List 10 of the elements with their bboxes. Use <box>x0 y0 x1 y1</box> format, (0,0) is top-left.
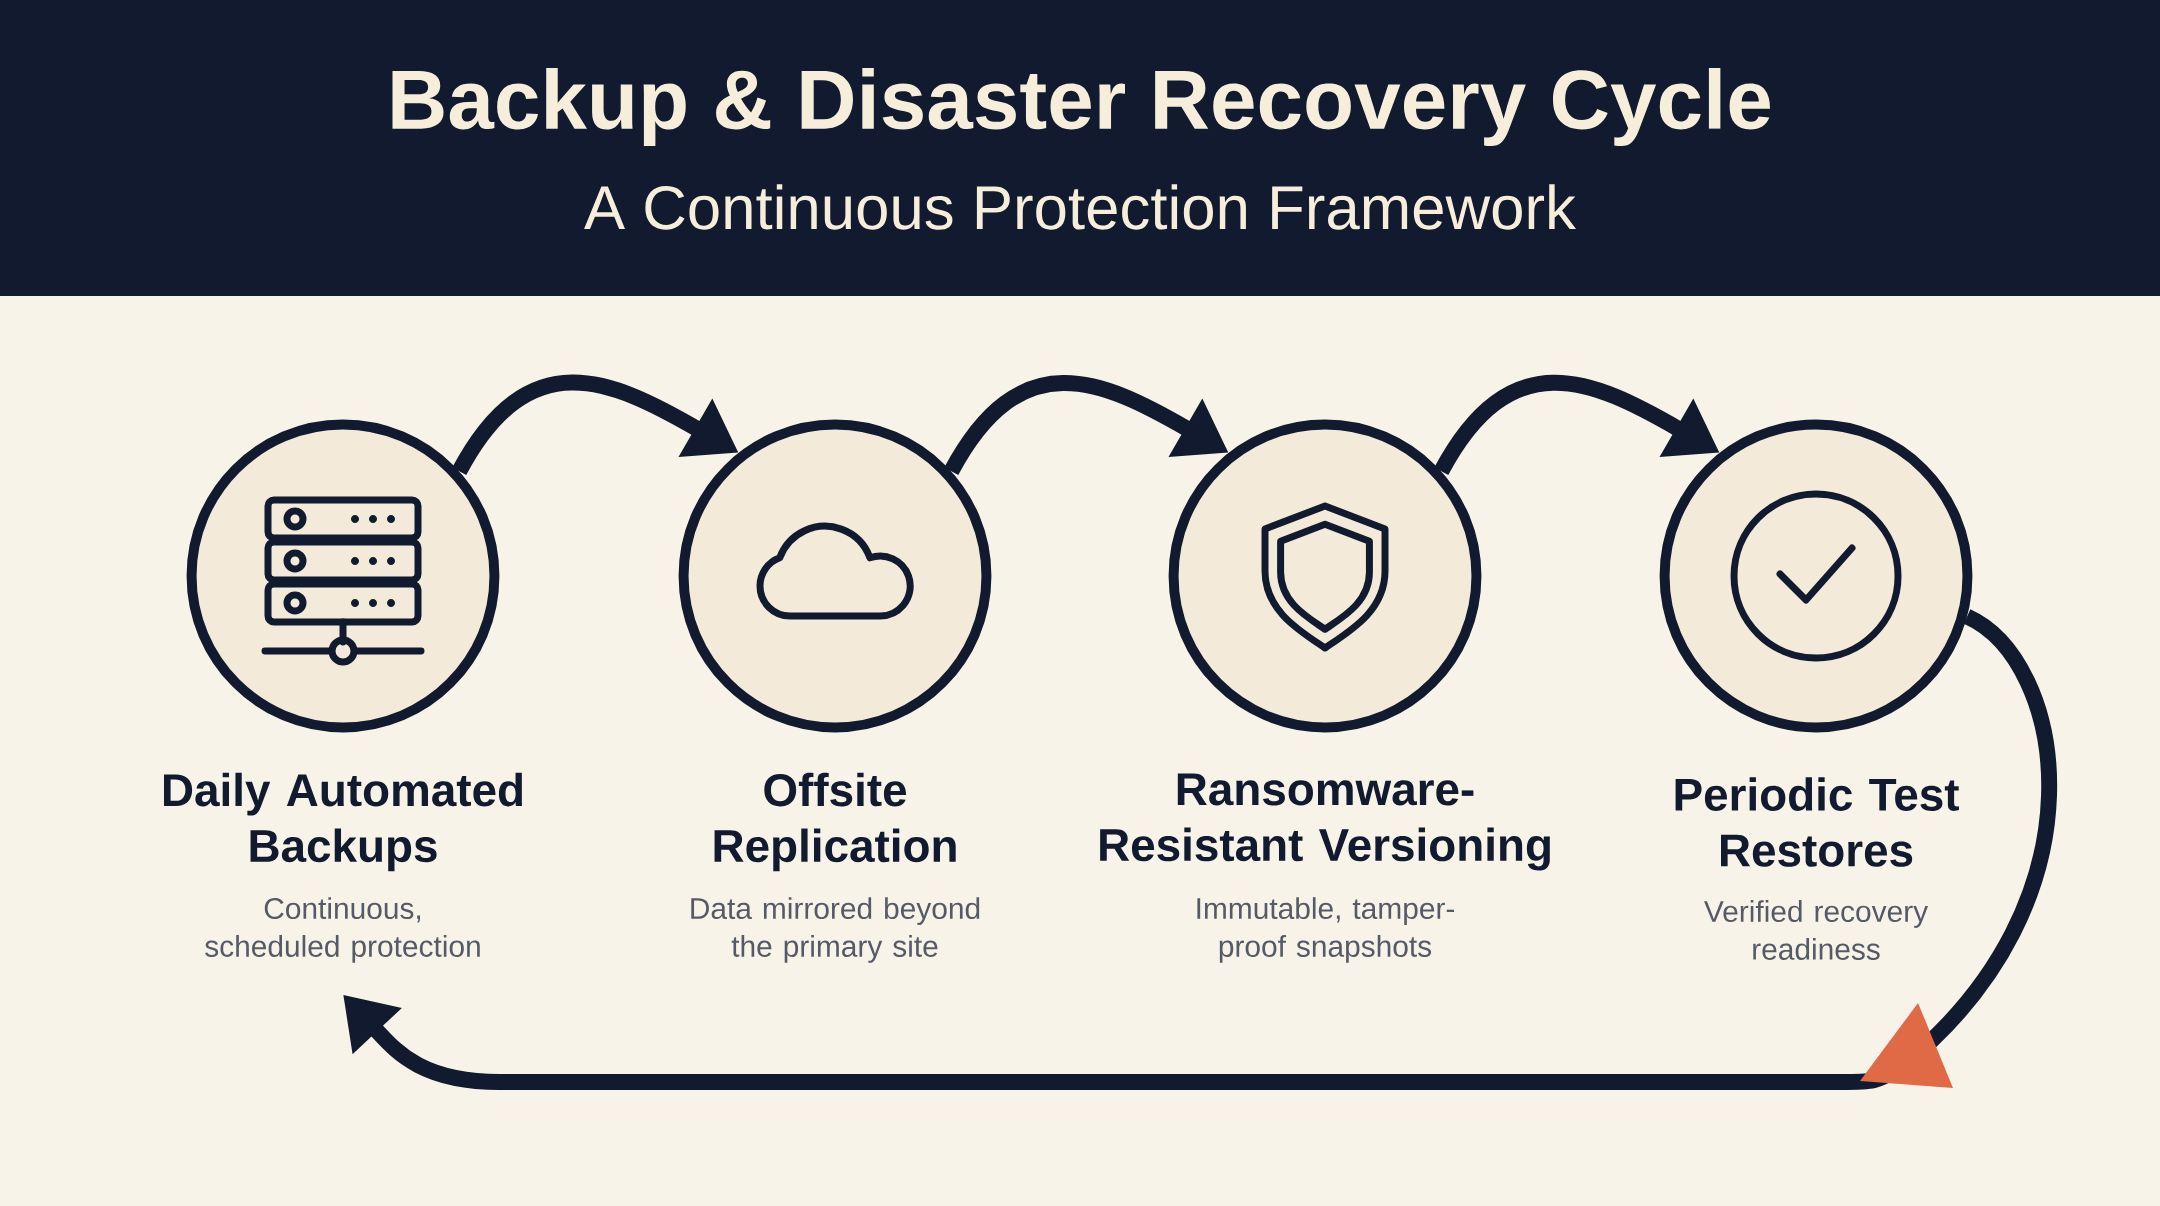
step-title: Daily Automated Backups <box>164 772 522 872</box>
step-title: Offsite Replication <box>714 772 956 872</box>
step-description: Verified recovery readiness <box>1704 900 1929 960</box>
title: Backup & Disaster Recovery Cycle <box>392 68 1770 146</box>
subtitle: A Continuous Protection Framework <box>584 184 1576 230</box>
step-description: Continuous, scheduled protection <box>205 897 480 963</box>
step-description: Immutable, tamper-proof snapshots <box>1197 897 1455 963</box>
step-title: Ransomware-Resistant Versioning <box>1100 773 1550 871</box>
step-title: Periodic Test Restores <box>1675 777 1959 867</box>
step-description: Data mirrored beyond the primary site <box>691 897 980 963</box>
